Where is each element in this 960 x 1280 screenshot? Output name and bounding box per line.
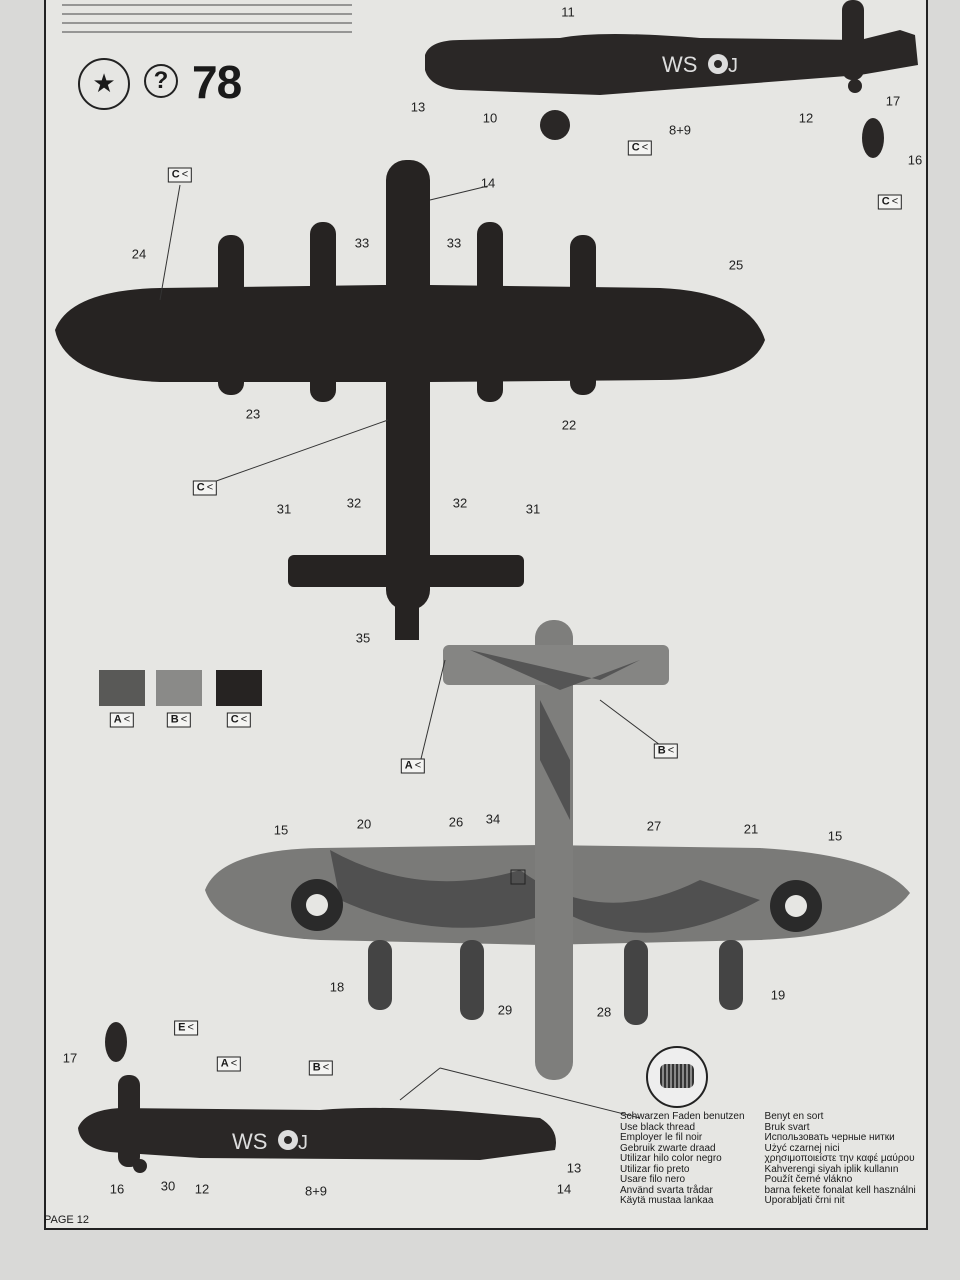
callout-16: 16 — [907, 152, 923, 168]
color-marker-b: B< — [653, 743, 679, 759]
side-code: WS — [662, 52, 697, 77]
callout-14: 14 — [480, 175, 496, 191]
swatch-a — [99, 670, 145, 706]
callout-10: 10 — [482, 110, 498, 126]
callout-11: 11 — [561, 4, 575, 20]
question-mark-icon: ? — [144, 64, 178, 98]
color-marker-c: C< — [167, 167, 193, 183]
callout-30: 30 — [160, 1178, 176, 1194]
callout-25: 25 — [728, 257, 744, 273]
callout-35: 35 — [355, 630, 371, 646]
color-marker-c: C< — [877, 194, 903, 210]
thread-spool-icon — [646, 1046, 708, 1108]
swatch-b — [156, 670, 202, 706]
color-marker-c: C< — [627, 140, 653, 156]
painting-figure-icon: ★ — [78, 58, 130, 110]
callout-31: 31 — [276, 501, 292, 517]
callout-23: 23 — [245, 406, 261, 422]
thread-instructions-col1: Schwarzen Faden benutzen Use black threa… — [620, 1111, 745, 1207]
instruction-line: Použít černé vlákno — [764, 1174, 853, 1185]
instruction-line: Använd svarta trådar — [620, 1184, 713, 1196]
callout-27: 27 — [646, 818, 662, 834]
instruction-line: Schwarzen Faden benutzen — [620, 1111, 745, 1122]
callout-22: 22 — [561, 417, 577, 433]
swatch-label-b: B< — [166, 712, 192, 728]
page-number: PAGE 12 — [44, 1214, 90, 1226]
callout-33: 33 — [446, 235, 462, 251]
leader-lines — [159, 184, 661, 1119]
instruction-line: Usare filo nero — [620, 1174, 686, 1185]
callout-33: 33 — [354, 235, 370, 251]
callout-19: 19 — [770, 987, 786, 1003]
callout-16: 16 — [109, 1181, 125, 1197]
decal-sheet-preview — [62, 4, 352, 40]
instruction-line: Bruk svart — [764, 1121, 810, 1133]
callout-17: 17 — [885, 93, 901, 109]
plan-view-bottom — [205, 620, 910, 1080]
plan-view-top — [55, 160, 765, 640]
svg-text:WS: WS — [232, 1129, 267, 1154]
instruction-line: Benyt en sort — [764, 1111, 824, 1122]
instruction-line: Käytä mustaa lankaa — [620, 1195, 714, 1206]
swatch-c — [216, 670, 262, 706]
callout-14: 14 — [556, 1181, 572, 1197]
swatch-label-c: C< — [226, 712, 252, 728]
callout-32: 32 — [346, 495, 362, 511]
swatch-label-a: A< — [109, 712, 135, 728]
side-view-bottom: WS — [78, 1022, 556, 1173]
callout-18: 18 — [329, 979, 345, 995]
callout-13: 13 — [566, 1160, 582, 1176]
instruction-line: Kahverengi siyah iplik kullanın — [764, 1163, 899, 1175]
callout-8-9: 8+9 — [304, 1183, 328, 1199]
step-number: 78 — [192, 56, 242, 108]
instruction-line: Employer le fil noir — [620, 1132, 703, 1143]
callout-8-9: 8+9 — [668, 122, 692, 138]
instruction-line: Use black thread — [620, 1121, 696, 1133]
thread-instructions: Schwarzen Faden benutzen Use black threa… — [620, 1111, 916, 1207]
instruction-line: Użyć czarnej nici — [764, 1142, 840, 1154]
callout-12: 12 — [194, 1181, 210, 1197]
callout-15: 15 — [827, 828, 843, 844]
callout-20: 20 — [356, 816, 372, 832]
side-view-top: WS — [425, 0, 918, 158]
color-marker-e: E< — [174, 1020, 198, 1036]
instruction-line: Utilizar fio preto — [620, 1163, 690, 1175]
thread-instructions-col2: Benyt en sort Bruk svart Использовать че… — [764, 1111, 916, 1207]
color-marker-a: A< — [216, 1056, 242, 1072]
color-marker-c: C< — [192, 480, 218, 496]
instruction-line: Uporabljati črni nit — [764, 1195, 845, 1206]
color-marker-a: A< — [400, 758, 426, 774]
callout-28: 28 — [596, 1004, 612, 1020]
color-marker-b: B< — [308, 1060, 334, 1076]
instruction-line: Utilizar hilo color negro — [620, 1153, 722, 1164]
callout-32: 32 — [452, 495, 468, 511]
instruction-line: χρησιμοποιείστε την καφέ μαύρου — [764, 1153, 915, 1164]
callout-24: 24 — [131, 246, 147, 262]
instruction-line: Использовать черные нитки — [764, 1132, 895, 1143]
callout-29: 29 — [497, 1002, 513, 1018]
aircraft-code-letter: J — [728, 55, 738, 77]
callout-34: 34 — [485, 811, 501, 827]
callout-21: 21 — [743, 821, 759, 837]
callout-15: 15 — [273, 822, 289, 838]
callout-17: 17 — [62, 1050, 78, 1066]
callout-31: 31 — [525, 501, 541, 517]
instruction-line: barna fekete fonalat kell használni — [764, 1184, 916, 1196]
callout-26: 26 — [448, 814, 464, 830]
callout-12: 12 — [798, 110, 814, 126]
callout-13: 13 — [410, 99, 426, 115]
aircraft-code-letter: J — [298, 1132, 308, 1154]
instruction-line: Gebruik zwarte draad — [620, 1142, 716, 1154]
